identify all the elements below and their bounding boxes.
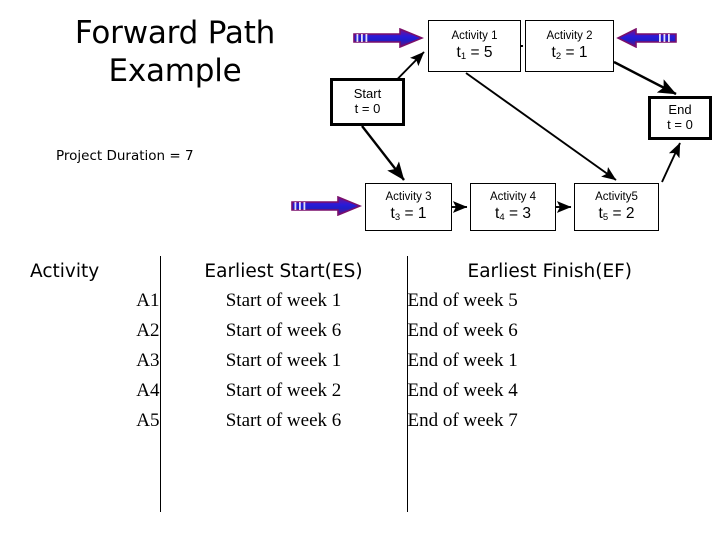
cell-empty	[30, 474, 160, 512]
column-header-earliest-finish: Earliest Finish(EF)	[406, 256, 692, 286]
cell-activity: A1	[136, 290, 160, 311]
network-diagram: Start t = 0 Activity 1 t1 = 5 Activity 2…	[0, 0, 720, 250]
cell-earliest-finish: End of week 5	[406, 286, 692, 316]
edge-a5-to-end	[661, 142, 681, 183]
cell-activity: A2	[136, 320, 160, 341]
page-title-line-1: Forward Path	[74, 15, 276, 51]
column-header-earliest-start: Earliest Start(ES)	[159, 256, 407, 286]
node-end: End t = 0	[648, 96, 712, 140]
node-end-label: End	[668, 102, 692, 118]
edge-a2-to-end	[613, 60, 677, 96]
highlight-arrow-right-activity-1	[353, 28, 424, 48]
cell-empty	[30, 436, 160, 474]
table-row-empty	[30, 474, 692, 512]
table-row: A1 Start of week 1 End of week 5	[30, 286, 692, 316]
cell-earliest-finish: End of week 4	[406, 376, 692, 406]
node-activity-5-value: 2	[625, 204, 635, 222]
node-activity-2-value: 1	[578, 43, 588, 61]
cell-earliest-finish: End of week 7	[406, 406, 692, 436]
highlight-arrow-left-activity-2	[616, 28, 677, 48]
cell-earliest-finish: End of week 6	[406, 316, 692, 346]
page-title: Forward Path Example	[30, 14, 320, 90]
table-row-empty	[30, 436, 692, 474]
page-title-line-2: Example	[108, 53, 242, 90]
table-row: A2 Start of week 6 End of week 6	[30, 316, 692, 346]
node-activity-5: Activity5 t5 = 2	[574, 183, 659, 231]
column-header-activity: Activity	[30, 260, 100, 282]
cell-activity: A3	[136, 350, 160, 371]
cell-earliest-start: Start of week 2	[159, 376, 407, 406]
node-activity-4-duration: t4 = 3	[495, 204, 531, 223]
node-start-label: Start	[353, 86, 382, 102]
cell-earliest-start: Start of week 6	[159, 406, 407, 436]
node-activity-5-sub: 5	[602, 211, 609, 223]
cell-earliest-finish: End of week 1	[406, 346, 692, 376]
node-activity-2: Activity 2 t2 = 1	[525, 20, 614, 72]
node-activity-1-value: 5	[483, 43, 493, 61]
node-activity-3-duration: t3 = 1	[390, 204, 427, 223]
table-row: A4 Start of week 2 End of week 4	[30, 376, 692, 406]
edge-a1-to-a5	[465, 72, 617, 181]
node-activity-5-duration: t5 = 2	[598, 204, 635, 223]
node-activity-2-sub: 2	[555, 50, 562, 62]
table-header-row: Activity Earliest Start(ES) Earliest Fin…	[30, 256, 692, 286]
cell-empty	[159, 474, 407, 512]
node-start: Start t = 0	[330, 78, 405, 126]
cell-empty	[406, 474, 692, 512]
node-activity-3-sub: 3	[394, 211, 401, 223]
node-start-duration: t = 0	[354, 100, 381, 116]
project-duration-label: Project Duration = 7	[56, 148, 194, 164]
node-activity-3: Activity 3 t3 = 1	[365, 183, 452, 231]
table-row: A5 Start of week 6 End of week 7	[30, 406, 692, 436]
node-end-duration: t = 0	[667, 116, 693, 132]
edge-start-to-a3	[361, 125, 405, 181]
node-activity-1-sub: 1	[460, 50, 467, 62]
node-activity-4-value: 3	[522, 204, 531, 222]
node-activity-4: Activity 4 t4 = 3	[470, 183, 556, 231]
node-activity-1-duration: t1 = 5	[456, 43, 493, 62]
cell-empty	[406, 436, 692, 474]
node-activity-2-label: Activity 2	[546, 30, 593, 43]
diagram-connectors	[361, 40, 681, 213]
cell-empty	[159, 436, 407, 474]
node-activity-3-label: Activity 3	[385, 191, 432, 204]
node-activity-3-value: 1	[417, 204, 427, 222]
table-row: A3 Start of week 1 End of week 1	[30, 346, 692, 376]
node-activity-4-sub: 4	[499, 211, 505, 223]
highlight-arrow-right-activity-3	[291, 196, 362, 216]
cell-activity: A5	[136, 410, 160, 431]
cell-earliest-start: Start of week 6	[159, 316, 407, 346]
earliest-times-table: Activity Earliest Start(ES) Earliest Fin…	[30, 256, 692, 512]
node-activity-5-label: Activity5	[595, 191, 638, 204]
node-activity-4-label: Activity 4	[489, 191, 536, 204]
node-activity-1-label: Activity 1	[451, 30, 498, 43]
node-activity-1: Activity 1 t1 = 5	[428, 20, 521, 72]
node-activity-2-duration: t2 = 1	[551, 43, 588, 62]
cell-activity: A4	[136, 380, 160, 401]
cell-earliest-start: Start of week 1	[159, 286, 407, 316]
cell-earliest-start: Start of week 1	[159, 346, 407, 376]
